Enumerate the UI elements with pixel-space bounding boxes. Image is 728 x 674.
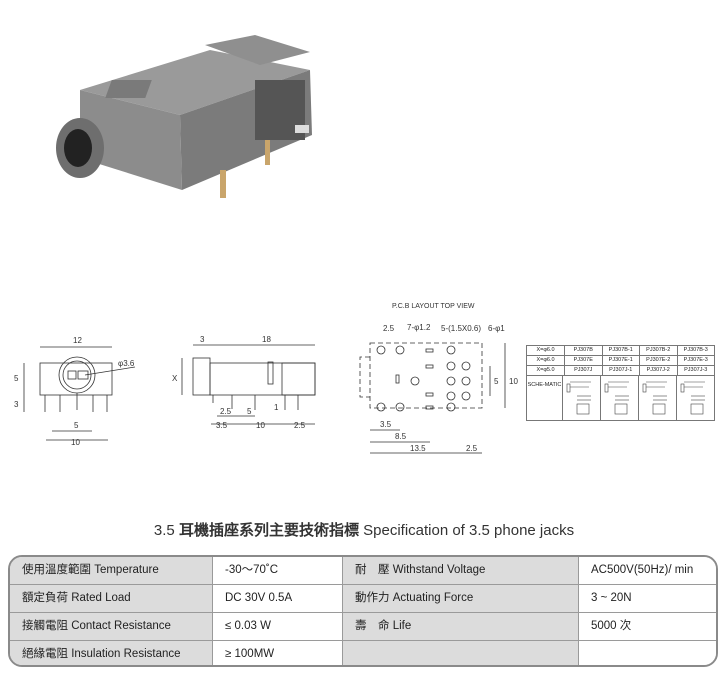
schematic-symbol [601, 376, 639, 420]
dim-label: 2.5 [466, 444, 478, 453]
model-number: PJ307E-1 [603, 356, 640, 365]
model-number: PJ307J-2 [640, 366, 678, 375]
dim-label: 6-φ1 [488, 324, 505, 333]
dim-label: 3.5 [216, 421, 228, 430]
product-photo [56, 35, 312, 198]
spec-value: 3 ~ 20N [579, 585, 716, 612]
model-number: PJ307B-3 [683, 347, 708, 353]
title-prefix: 3.5 [153, 522, 175, 539]
spec-label: 使用溫度範圍 Temperature [10, 557, 213, 584]
model-number: PJ307J-3 [684, 367, 708, 373]
model-number: PJ307E [565, 356, 603, 365]
dim-label: 5 [247, 407, 252, 416]
dim-label: 12 [73, 336, 82, 345]
pcb-layout-header: P.C.B LAYOUT TOP VIEW [392, 303, 475, 310]
dim-label: 10 [509, 377, 518, 386]
dim-label: 3 [200, 335, 205, 344]
model-number: PJ307B-1 [603, 346, 640, 355]
spec-value [579, 641, 716, 665]
model-number: PJ307B [565, 346, 603, 355]
dim-label: 5 [74, 421, 79, 430]
dim-label: 7-φ1.2 [407, 323, 431, 332]
model-size: X=φ6.0 [527, 356, 565, 365]
spec-value: 5000 次 [579, 613, 716, 640]
model-number: PJ307J [565, 366, 603, 375]
title-english: Specification of 3.5 phone jacks [363, 522, 575, 539]
spec-row: 絕緣電阻 Insulation Resistance≥ 100MW [10, 641, 716, 665]
spec-value: -30～70˚C [213, 557, 343, 584]
dim-label: 10 [71, 438, 80, 447]
dim-label: φ3.6 [118, 359, 135, 368]
spec-label: 額定負荷 Rated Load [10, 585, 213, 612]
title-chinese: 耳機插座系列主要技術指標 [178, 522, 359, 539]
model-number: PJ307E-3 [683, 357, 708, 363]
schematic-symbol [639, 376, 677, 420]
model-size: X=φ5.0 [527, 366, 565, 375]
dim-label: 2.5 [294, 421, 306, 430]
spec-label: 絕緣電阻 Insulation Resistance [10, 641, 213, 665]
model-number: PJ307B-2 [640, 346, 678, 355]
dim-label: 2.5 [383, 324, 395, 333]
dim-label: 10 [256, 421, 265, 430]
dim-label: X [172, 374, 178, 383]
dim-label: 5 [14, 374, 19, 383]
dim-label: 3 [14, 400, 19, 409]
spec-label: 接觸電阻 Contact Resistance [10, 613, 213, 640]
spec-label: 動作力 Actuating Force [343, 585, 579, 612]
model-number: PJ307J-1 [603, 366, 640, 375]
spec-label: 耐 壓 Withstand Voltage [343, 557, 579, 584]
spec-value: ≤ 0.03 W [213, 613, 343, 640]
spec-value: DC 30V 0.5A [213, 585, 343, 612]
spec-label: 壽 命 Life [343, 613, 579, 640]
schematic-symbol [563, 376, 601, 420]
schematic-symbol [677, 376, 714, 420]
dim-label: 13.5 [410, 444, 426, 453]
technical-drawings: 12 φ3.6 5 3 5 10 3 18 X 2.5 5 1 3.5 10 2… [14, 303, 518, 454]
dim-label: 5 [494, 377, 499, 386]
dim-label: 8.5 [395, 432, 407, 441]
dim-label: 18 [262, 335, 271, 344]
spec-value: AC500V(50Hz)/ min [579, 557, 716, 584]
spec-label [343, 641, 579, 665]
dim-label: 2.5 [220, 407, 232, 416]
dim-label: 5-(1.5X0.6) [441, 324, 481, 333]
dim-label: 1 [274, 403, 279, 412]
model-number: PJ307E-2 [640, 356, 678, 365]
schematic-label: SCHE-MATIC [527, 376, 563, 420]
page-title: 3.5 耳機插座系列主要技術指標 Specification of 3.5 ph… [0, 519, 728, 540]
model-size: X=φ6.0 [527, 346, 565, 355]
spec-value: ≥ 100MW [213, 641, 343, 665]
dim-label: 3.5 [380, 420, 392, 429]
